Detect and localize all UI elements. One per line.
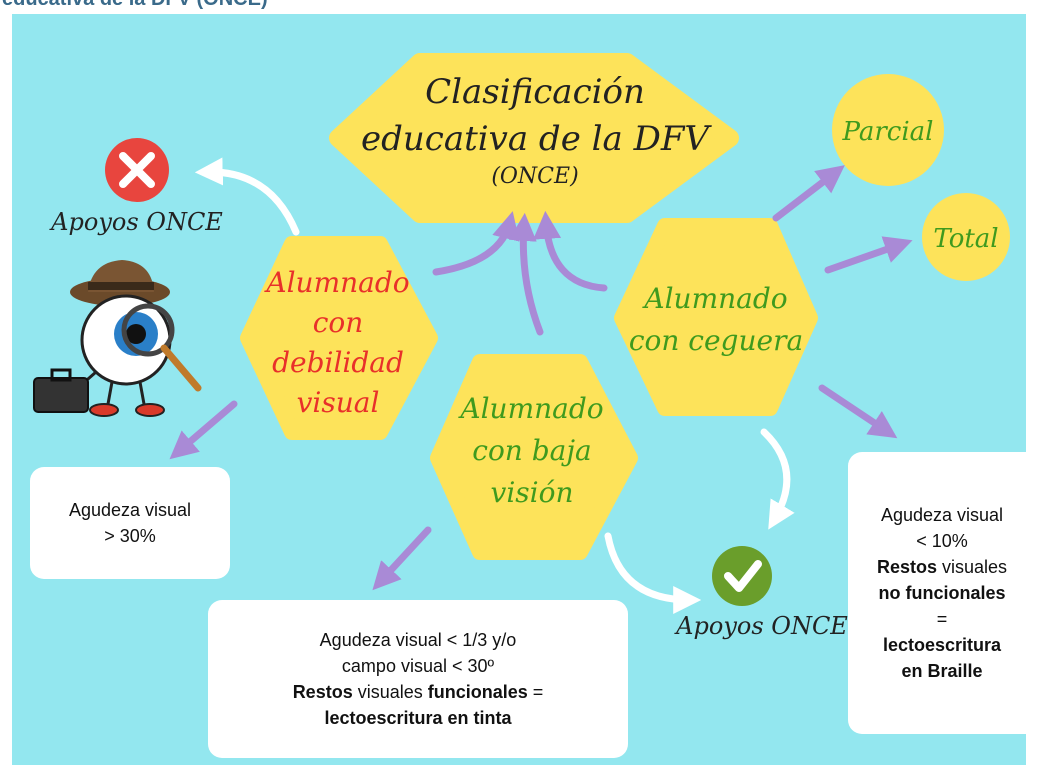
cross-icon bbox=[105, 138, 169, 202]
arrow-to-apoyos-yes-left bbox=[604, 532, 702, 614]
node-baja-vision bbox=[430, 354, 638, 560]
arrow-ceguera-to-center bbox=[533, 210, 608, 292]
center-title-line2: educativa de la DFV bbox=[361, 119, 712, 159]
arrow-to-card-debilidad bbox=[169, 400, 238, 460]
card-baja-line3-bold1: Restos bbox=[292, 682, 353, 702]
node-total bbox=[922, 193, 1010, 281]
card-ceguera-line3-bold: Restos bbox=[876, 557, 937, 577]
arrow-baja-to-center bbox=[508, 212, 544, 336]
arrow-to-card-ceguera bbox=[818, 384, 898, 439]
card-baja-line4: lectoescritura en tinta bbox=[324, 705, 511, 731]
node-debilidad-line3: debilidad bbox=[272, 346, 404, 379]
arrow-to-card-baja bbox=[372, 526, 432, 591]
center-title-line1: Clasificación bbox=[425, 72, 645, 112]
node-ceguera-line1: Alumnado bbox=[641, 282, 787, 315]
card-ceguera-line7-bold: en Braille bbox=[901, 661, 983, 681]
card-baja-line3: Restos visuales funcionales = bbox=[293, 679, 544, 705]
check-icon bbox=[712, 546, 772, 606]
card-ceguera-line3-text: visuales bbox=[937, 557, 1008, 577]
node-baja-vision-line1: Alumnado bbox=[457, 392, 603, 425]
node-baja-vision-line2: con baja bbox=[472, 434, 591, 467]
card-baja-line2: campo visual < 30º bbox=[341, 656, 495, 676]
card-ceguera-line2: < 10% bbox=[916, 531, 968, 551]
arrow-to-parcial bbox=[772, 165, 845, 222]
center-title-line3: (ONCE) bbox=[491, 164, 578, 189]
node-debilidad-line2: con bbox=[313, 306, 364, 339]
card-ceguera-line6-bold: lectoescritura bbox=[882, 635, 1002, 655]
card-ceguera-line4: no funcionales bbox=[878, 580, 1005, 606]
white-arrows bbox=[194, 157, 795, 614]
center-node bbox=[329, 53, 739, 223]
node-ceguera-line2: con ceguera bbox=[629, 324, 803, 357]
apoyos-once-no-label: Apoyos ONCE bbox=[49, 208, 223, 236]
card-baja-line3-text1: visuales bbox=[352, 682, 428, 702]
card-baja-line4-bold: lectoescritura en tinta bbox=[324, 708, 512, 728]
card-ceguera-line1: Agudeza visual bbox=[880, 505, 1004, 525]
arrow-to-apoyos-no bbox=[194, 157, 300, 236]
arrow-to-total bbox=[824, 236, 913, 274]
node-baja-vision-line3: visión bbox=[491, 476, 574, 509]
arrow-debilidad-to-center bbox=[432, 211, 520, 276]
node-debilidad-visual bbox=[240, 236, 438, 440]
node-parcial bbox=[832, 74, 944, 186]
eye-mascot-illustration bbox=[33, 260, 202, 417]
node-total-label: Total bbox=[933, 224, 998, 254]
card-ceguera: Agudeza visual < 10% Restos visuales no … bbox=[848, 452, 1036, 734]
purple-arrows bbox=[169, 165, 913, 591]
card-ceguera-line4-bold: no funcionales bbox=[878, 583, 1006, 603]
card-ceguera-line6: lectoescritura bbox=[883, 632, 1001, 658]
card-debilidad-visual: Agudeza visual > 30% bbox=[30, 467, 230, 579]
card-baja-line3-text2: = bbox=[527, 682, 544, 702]
card-debilidad-line1: Agudeza visual bbox=[68, 500, 192, 520]
node-debilidad-line4: visual bbox=[297, 386, 380, 419]
card-ceguera-line7: en Braille bbox=[901, 658, 982, 684]
header-fragment: educativa de la DFV (ONCE) bbox=[2, 0, 268, 11]
header-strip: educativa de la DFV (ONCE) bbox=[0, 0, 1037, 14]
card-ceguera-line5: = bbox=[936, 609, 948, 629]
card-baja-line1: Agudeza visual < 1/3 y/o bbox=[319, 630, 517, 650]
arrow-to-apoyos-yes-top bbox=[760, 428, 795, 530]
node-parcial-label: Parcial bbox=[842, 117, 934, 147]
node-debilidad-line1: Alumnado bbox=[263, 266, 409, 299]
card-baja-vision: Agudeza visual < 1/3 y/o campo visual < … bbox=[208, 600, 628, 758]
node-ceguera bbox=[614, 218, 818, 416]
card-debilidad-line2: > 30% bbox=[104, 526, 156, 546]
apoyos-once-yes-label: Apoyos ONCE bbox=[674, 612, 848, 640]
card-baja-line3-bold2: funcionales bbox=[427, 682, 528, 702]
card-ceguera-line3: Restos visuales bbox=[877, 554, 1007, 580]
